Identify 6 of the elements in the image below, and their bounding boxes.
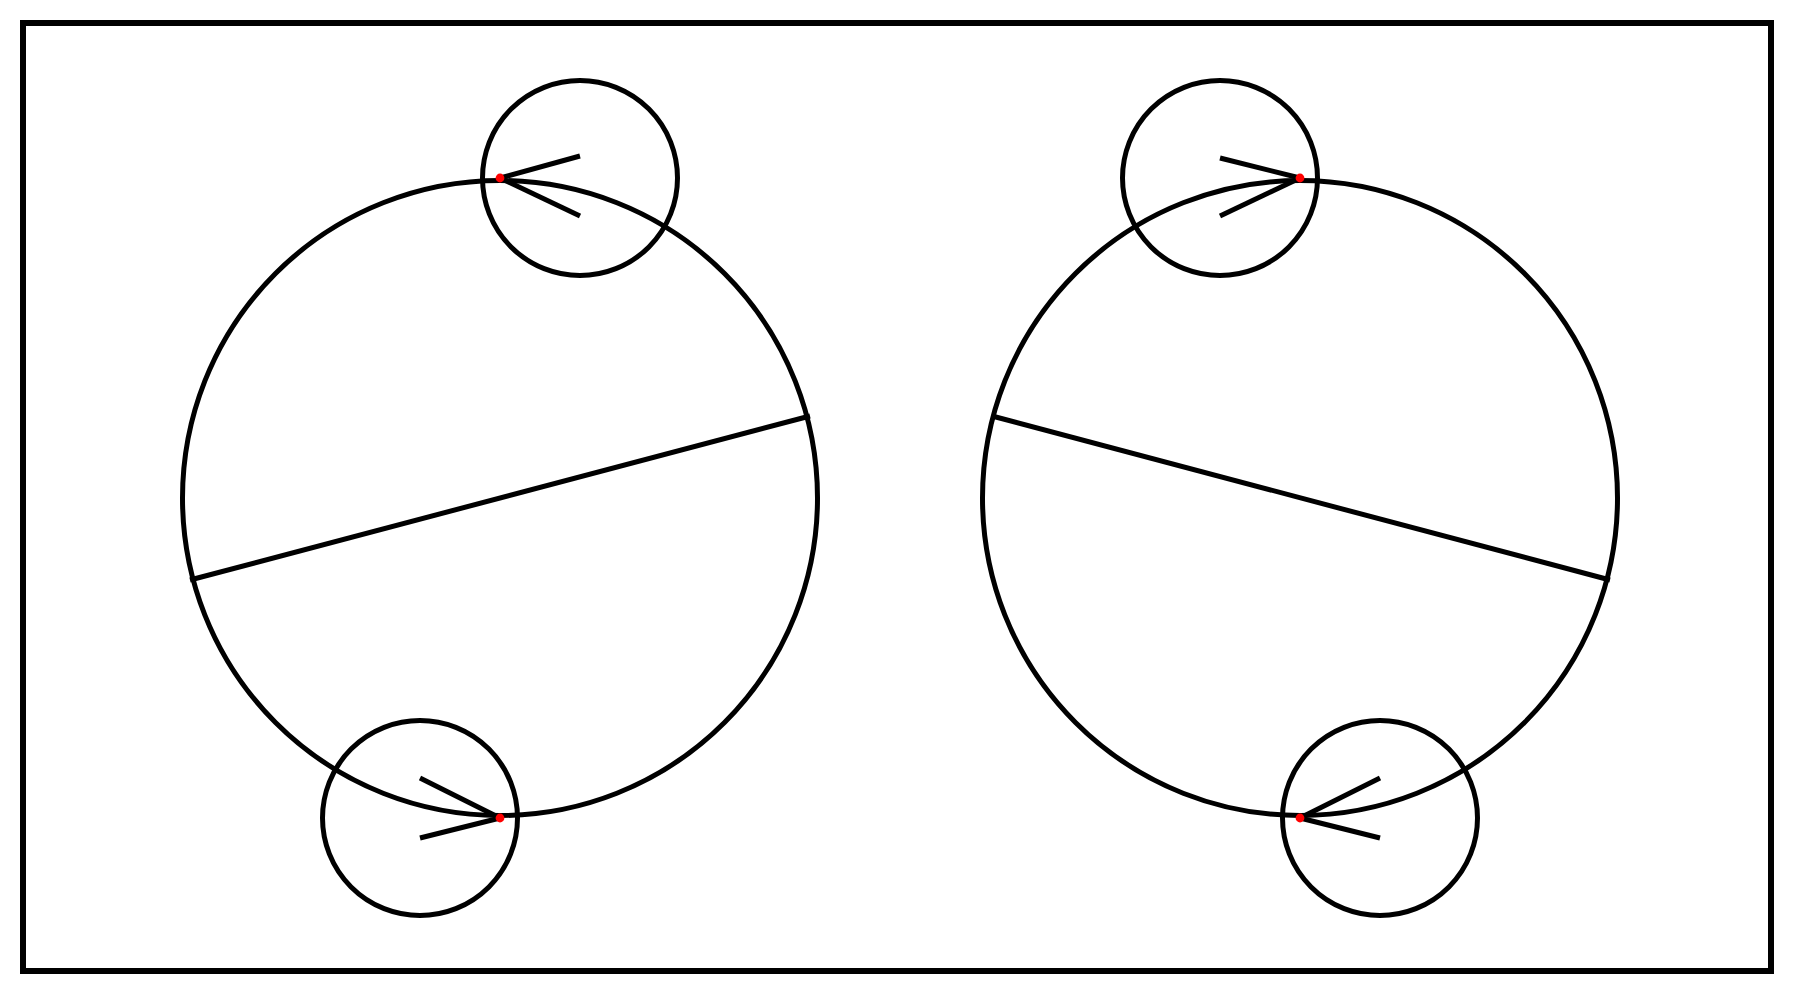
- small-circle: [320, 718, 520, 918]
- small-circle: [480, 78, 680, 278]
- large-circle: [980, 178, 1620, 818]
- small-circle: [1120, 78, 1320, 278]
- large-circle: [180, 178, 820, 818]
- small-circle: [1280, 718, 1480, 918]
